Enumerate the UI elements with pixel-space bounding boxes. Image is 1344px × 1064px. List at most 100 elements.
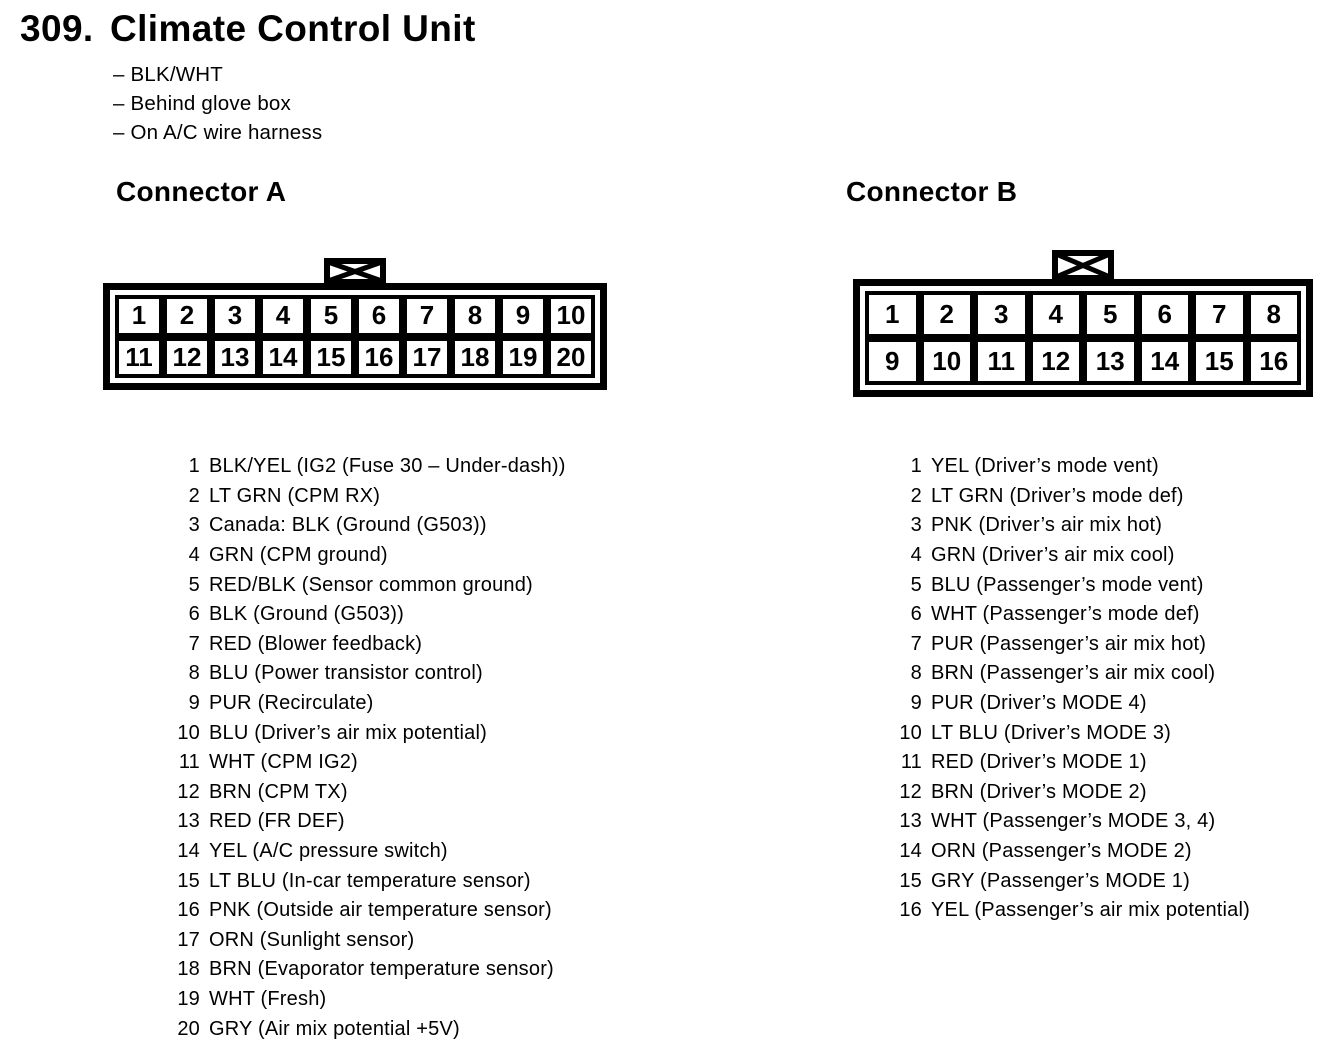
pin-label: BRN (Driver’s MODE 2) xyxy=(931,780,1147,803)
pin-row: 6 BLK (Ground (G503)) xyxy=(169,600,566,630)
pin-number: 13 xyxy=(899,810,922,833)
connector-a-pin-cell: 12 xyxy=(163,336,211,378)
pin-row: 20 GRY (Air mix potential +5V) xyxy=(169,1014,566,1044)
pin-label: YEL (Passenger’s air mix potential) xyxy=(931,899,1250,922)
location-note: – On A/C wire harness xyxy=(113,121,323,144)
pin-row: 16 YEL (Passenger’s air mix potential) xyxy=(891,896,1250,926)
pin-row: 17 ORN (Sunlight sensor) xyxy=(169,926,566,956)
connector-a-pin-cell: 3 xyxy=(211,295,259,337)
connector-a-pin-cell: 10 xyxy=(547,295,595,337)
connector-b-pin-cell: 6 xyxy=(1137,291,1192,338)
pin-label: RED (Driver’s MODE 1) xyxy=(931,751,1147,774)
pin-label: BLU (Driver’s air mix potential) xyxy=(209,721,487,744)
pin-number: 9 xyxy=(188,692,200,715)
pin-label: YEL (Driver’s mode vent) xyxy=(931,455,1159,478)
pin-label: LT BLU (In-car temperature sensor) xyxy=(209,869,531,892)
pin-number: 20 xyxy=(177,1017,200,1040)
pin-number: 8 xyxy=(188,662,200,685)
connector-b-pin-cell: 8 xyxy=(1246,291,1301,338)
connector-b-pin-cell: 12 xyxy=(1028,338,1083,385)
pin-label: Canada: BLK (Ground (G503)) xyxy=(209,514,487,537)
pin-number: 9 xyxy=(910,692,922,715)
connector-b-pin-cell: 11 xyxy=(974,338,1029,385)
pin-number: 11 xyxy=(900,751,922,774)
pin-label: PUR (Driver’s MODE 4) xyxy=(931,692,1147,715)
pin-label: RED (Blower feedback) xyxy=(209,632,423,655)
pin-row: 7 RED (Blower feedback) xyxy=(169,630,566,660)
pin-row: 10 BLU (Driver’s air mix potential) xyxy=(169,718,566,748)
pin-label: BRN (Passenger’s air mix cool) xyxy=(931,662,1216,685)
pin-label: RED (FR DEF) xyxy=(209,810,345,833)
connector-a-pin-cell: 19 xyxy=(499,336,547,378)
pin-row: 3 Canada: BLK (Ground (G503)) xyxy=(169,511,566,541)
pin-number: 17 xyxy=(177,928,200,951)
connector-b-heading: Connector B xyxy=(846,176,1018,207)
pin-label: GRY (Passenger’s MODE 1) xyxy=(931,869,1190,892)
pin-row: 2 LT GRN (CPM RX) xyxy=(169,482,566,512)
connector-a-pin-list: 1 BLK/YEL (IG2 (Fuse 30 – Under-dash)) 2… xyxy=(169,452,566,1044)
pin-label: YEL (A/C pressure switch) xyxy=(209,840,448,863)
pin-row: 1 YEL (Driver’s mode vent) xyxy=(891,452,1250,482)
pin-number: 18 xyxy=(177,958,200,981)
pin-label: PUR (Passenger’s air mix hot) xyxy=(931,632,1207,655)
pin-row: 5 RED/BLK (Sensor common ground) xyxy=(169,570,566,600)
location-notes: – BLK/WHT – Behind glove box – On A/C wi… xyxy=(113,60,322,147)
pin-row: 8 BLU (Power transistor control) xyxy=(169,659,566,689)
pin-row: 14 YEL (A/C pressure switch) xyxy=(169,837,566,867)
pin-label: BLK/YEL (IG2 (Fuse 30 – Under-dash)) xyxy=(209,455,566,478)
pin-row: 15 LT BLU (In-car temperature sensor) xyxy=(169,866,566,896)
connector-b-pin-cell: 16 xyxy=(1246,338,1301,385)
pin-label: LT BLU (Driver’s MODE 3) xyxy=(931,721,1172,744)
pin-row: 14 ORN (Passenger’s MODE 2) xyxy=(891,837,1250,867)
pin-row: 3 PNK (Driver’s air mix hot) xyxy=(891,511,1250,541)
pin-number: 2 xyxy=(910,484,922,507)
pin-row: 9 PUR (Driver’s MODE 4) xyxy=(891,689,1250,719)
pin-row: 19 WHT (Fresh) xyxy=(169,985,566,1015)
connector-b-pin-list: 1 YEL (Driver’s mode vent) 2 LT GRN (Dri… xyxy=(891,452,1250,926)
pin-number: 4 xyxy=(188,544,200,567)
pin-row: 13 RED (FR DEF) xyxy=(169,807,566,837)
pin-label: WHT (Passenger’s MODE 3, 4) xyxy=(931,810,1216,833)
connector-b-pin-cell: 5 xyxy=(1083,291,1138,338)
pin-row: 4 GRN (Driver’s air mix cool) xyxy=(891,541,1250,571)
connector-a-pin-cell: 15 xyxy=(307,336,355,378)
pin-label: GRN (CPM ground) xyxy=(209,544,388,567)
connector-b-pin-cell: 9 xyxy=(865,338,920,385)
pin-label: LT GRN (Driver’s mode def) xyxy=(931,484,1184,507)
pin-number: 10 xyxy=(177,721,200,744)
pin-number: 2 xyxy=(188,484,200,507)
pin-label: BLU (Passenger’s mode vent) xyxy=(931,573,1204,596)
connector-a-pin-cell: 7 xyxy=(403,295,451,337)
connector-a-pin-cell: 8 xyxy=(451,295,499,337)
pin-label: BLU (Power transistor control) xyxy=(209,662,483,685)
pin-label: WHT (Passenger’s mode def) xyxy=(931,603,1200,626)
pin-number: 16 xyxy=(177,899,200,922)
pin-number: 19 xyxy=(177,987,200,1010)
pin-row: 15 GRY (Passenger’s MODE 1) xyxy=(891,866,1250,896)
location-note: – Behind glove box xyxy=(113,92,291,115)
pin-number: 5 xyxy=(910,573,922,596)
pin-row: 7 PUR (Passenger’s air mix hot) xyxy=(891,630,1250,660)
pin-number: 15 xyxy=(899,869,922,892)
connector-a-pin-cell: 16 xyxy=(355,336,403,378)
pin-number: 10 xyxy=(899,721,922,744)
pin-number: 16 xyxy=(899,899,922,922)
pin-number: 13 xyxy=(177,810,200,833)
connector-b-pin-cell: 2 xyxy=(919,291,974,338)
page-title: Climate Control Unit xyxy=(110,8,476,49)
pin-number: 7 xyxy=(910,632,922,655)
pin-row: 8 BRN (Passenger’s air mix cool) xyxy=(891,659,1250,689)
pin-label: PUR (Recirculate) xyxy=(209,692,374,715)
pin-label: RED/BLK (Sensor common ground) xyxy=(209,573,533,596)
pin-number: 1 xyxy=(910,455,922,478)
pin-row: 9 PUR (Recirculate) xyxy=(169,689,566,719)
pin-label: GRY (Air mix potential +5V) xyxy=(209,1017,460,1040)
pin-number: 8 xyxy=(910,662,922,685)
connector-a-pin-cell: 14 xyxy=(259,336,307,378)
pin-row: 6 WHT (Passenger’s mode def) xyxy=(891,600,1250,630)
connector-a-pin-cell: 20 xyxy=(547,336,595,378)
pin-number: 3 xyxy=(188,514,200,537)
pin-row: 1 BLK/YEL (IG2 (Fuse 30 – Under-dash)) xyxy=(169,452,566,482)
connector-b-pin-cell: 14 xyxy=(1137,338,1192,385)
pin-number: 4 xyxy=(910,544,922,567)
